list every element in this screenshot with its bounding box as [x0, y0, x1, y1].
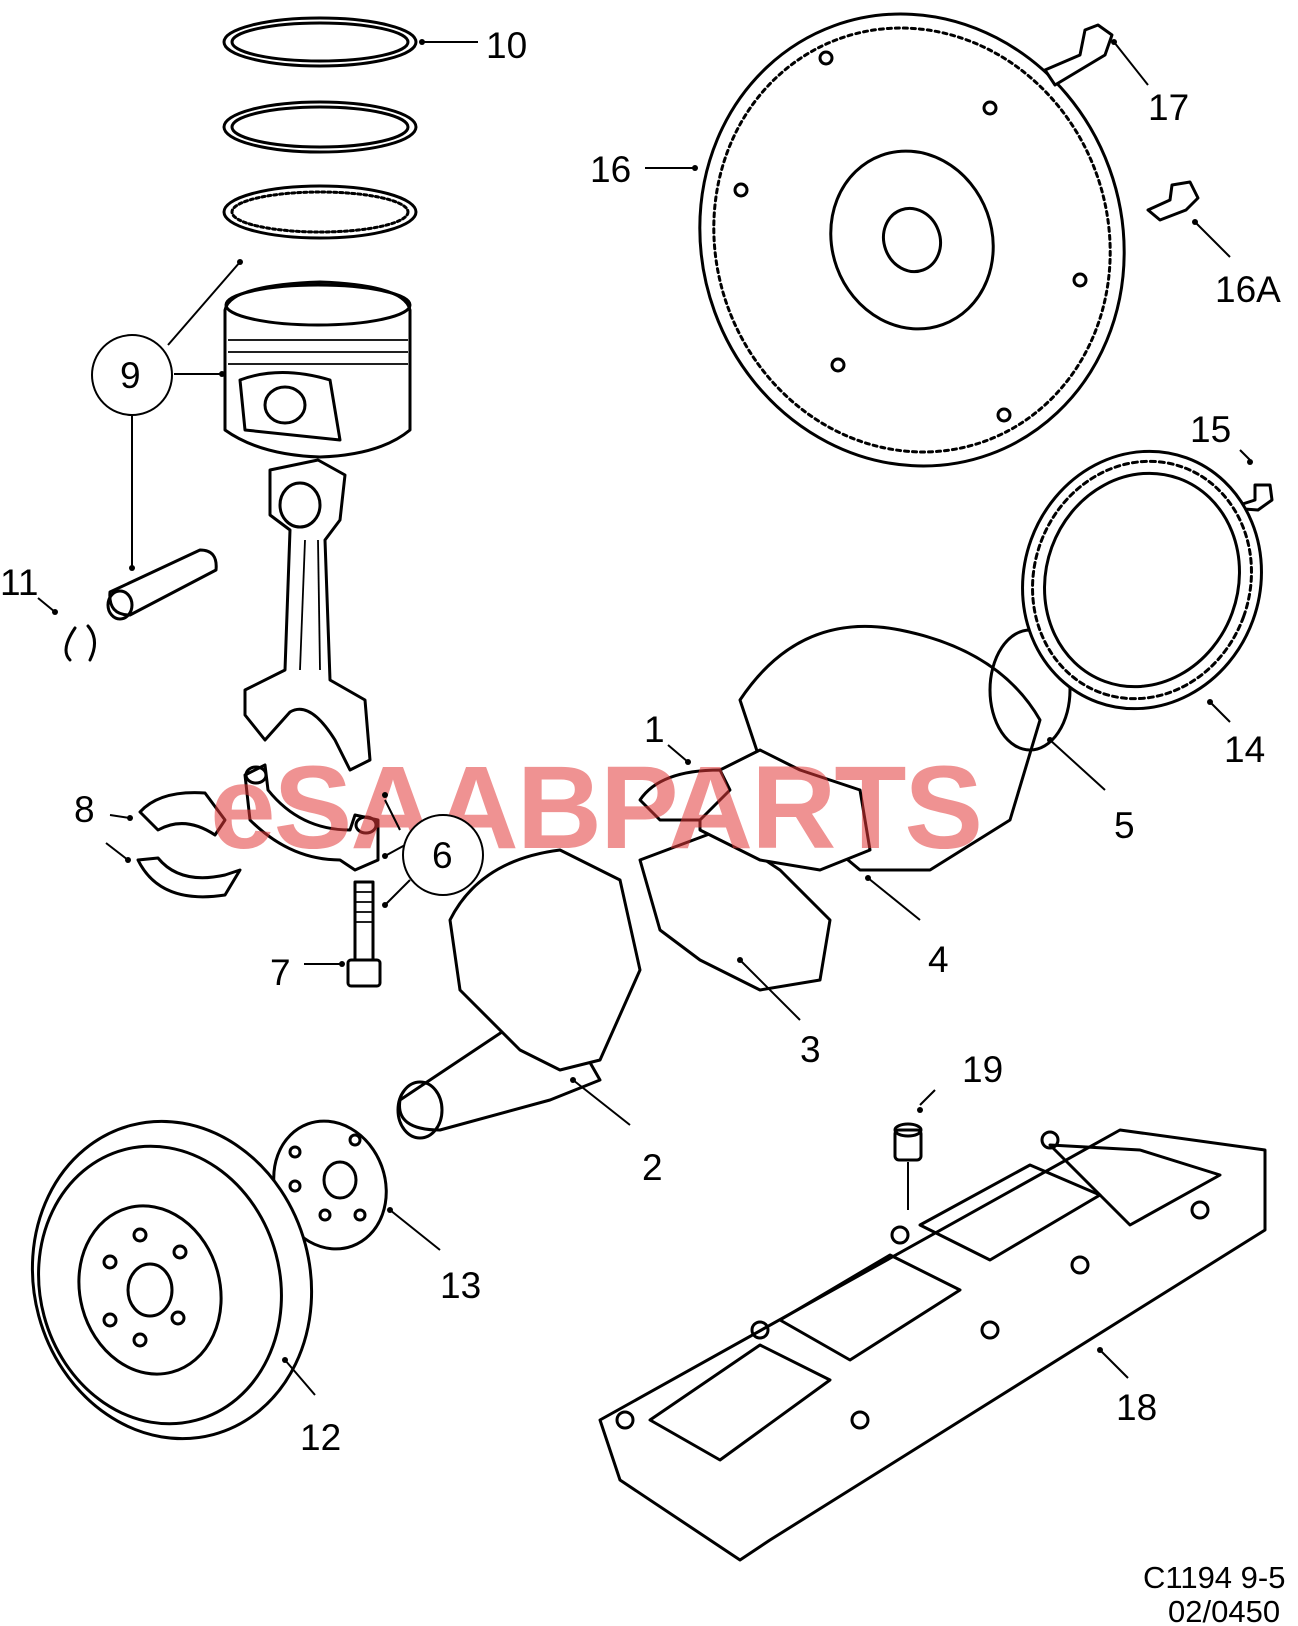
timing-sprocket: [272, 1119, 388, 1251]
callout-13: 13: [440, 1265, 481, 1306]
callout-leaders: [37, 39, 1253, 1396]
flywheel-bolts: [1043, 23, 1274, 512]
callout-18: 18: [1116, 1387, 1157, 1428]
callout-2: 2: [642, 1147, 663, 1188]
callout-11: 11: [0, 562, 38, 603]
rod-cap: [243, 763, 380, 872]
watermark-text: eSAABPARTS: [210, 742, 981, 874]
callout-circle-6: [402, 814, 484, 896]
callout-17: 17: [1148, 87, 1189, 128]
callout-16a: 16A: [1215, 269, 1281, 310]
callout-8: 8: [74, 789, 95, 830]
connecting-rod: [243, 458, 372, 772]
bearing-shells: [136, 791, 242, 899]
reference-code: C1194 9-5: [1143, 1560, 1285, 1595]
crank-pulley: [30, 1119, 314, 1441]
callout-1: 1: [644, 709, 665, 750]
callout-6: 6: [432, 835, 453, 876]
callout-14: 14: [1224, 729, 1265, 770]
crankshaft: [396, 624, 1072, 1140]
callout-7: 7: [270, 952, 291, 993]
piston: [223, 280, 412, 459]
callout-circle-9: [91, 334, 173, 416]
callout-19: 19: [962, 1049, 1003, 1090]
callout-9: 9: [120, 355, 141, 396]
piston-rings: [222, 16, 418, 240]
circlip: [64, 624, 96, 662]
callout-3: 3: [800, 1029, 821, 1070]
flywheel: [698, 12, 1126, 468]
rear-seal: [1021, 449, 1263, 711]
callout-12: 12: [300, 1417, 341, 1458]
callout-10: 10: [486, 25, 527, 66]
callout-4: 4: [928, 939, 949, 980]
bedplate-gasket: [598, 1128, 1267, 1562]
reference-date: 02/0450: [1168, 1594, 1280, 1626]
rod-bolt: [346, 880, 382, 988]
callout-15: 15: [1190, 409, 1231, 450]
callout-16: 16: [590, 149, 631, 190]
callout-5: 5: [1114, 805, 1135, 846]
dowel: [893, 1122, 923, 1162]
piston-pin: [106, 548, 218, 621]
